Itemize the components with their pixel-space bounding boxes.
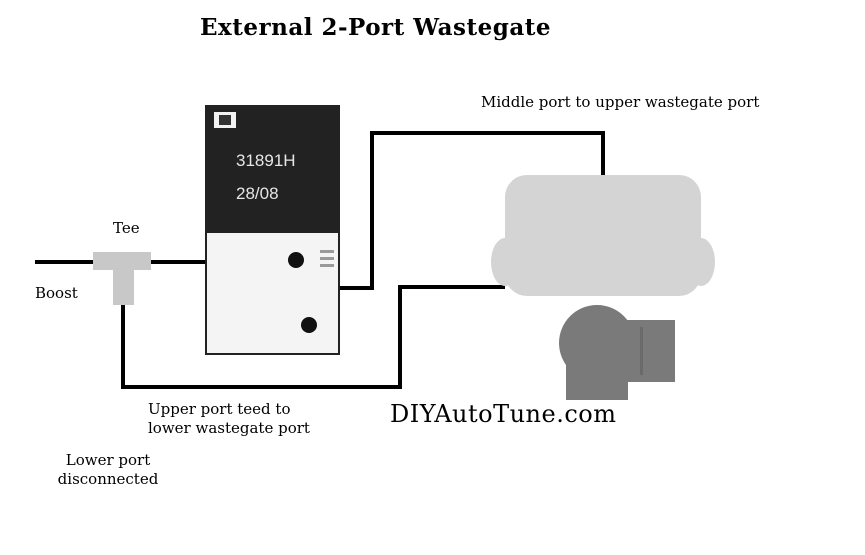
upper-port-label-line1: Upper port teed to	[148, 400, 310, 419]
upper-port-label: Upper port teed to lower wastegate port	[148, 400, 310, 438]
diagram-title: External 2-Port Wastegate	[200, 14, 551, 41]
solenoid-upper-port	[301, 317, 317, 333]
boost-label: Boost	[35, 284, 78, 303]
wastegate	[491, 175, 715, 296]
tee-fitting	[93, 252, 151, 305]
tee-label: Tee	[113, 219, 140, 238]
middle-port-label: Middle port to upper wastegate port	[481, 93, 759, 112]
upper-port-label-line2: lower wastegate port	[148, 419, 310, 438]
boost-solenoid	[205, 105, 340, 355]
solenoid-face	[207, 233, 338, 353]
solenoid-date-code: 28/08	[236, 184, 279, 204]
solenoid-part-number: 31891H	[236, 151, 296, 171]
solenoid-middle-port	[288, 252, 304, 268]
brand-watermark: DIYAutoTune.com	[390, 400, 617, 428]
lower-port-label: Lower port disconnected	[40, 451, 176, 489]
lower-port-label-line1: Lower port	[40, 451, 176, 470]
lower-port-label-line2: disconnected	[40, 470, 176, 489]
turbo-housing	[559, 305, 675, 400]
wastegate-body	[505, 175, 701, 296]
